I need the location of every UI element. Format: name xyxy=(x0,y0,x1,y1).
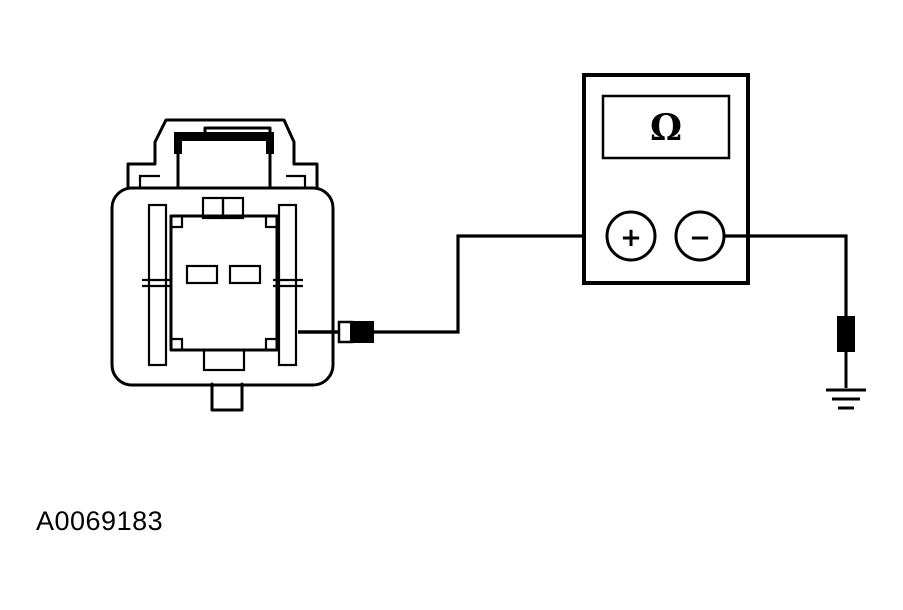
positive-terminal-label: + xyxy=(620,223,642,253)
ohmmeter: Ω + − xyxy=(582,73,750,285)
negative-test-lead xyxy=(724,234,848,318)
negative-terminal-label: − xyxy=(689,223,711,253)
terminal-slot-1 xyxy=(185,264,219,285)
ground-probe xyxy=(837,316,855,388)
latch-bar xyxy=(176,132,272,141)
positive-test-lead xyxy=(374,234,606,334)
meter-display xyxy=(601,94,731,160)
terminal-slot-2 xyxy=(228,264,262,285)
ground-icon xyxy=(826,388,866,410)
ohm-symbol: Ω xyxy=(650,107,682,149)
connector-probe xyxy=(298,320,374,344)
electrical-connector xyxy=(110,118,335,412)
figure-id-label: A0069183 xyxy=(36,506,164,536)
positive-terminal xyxy=(605,210,657,262)
